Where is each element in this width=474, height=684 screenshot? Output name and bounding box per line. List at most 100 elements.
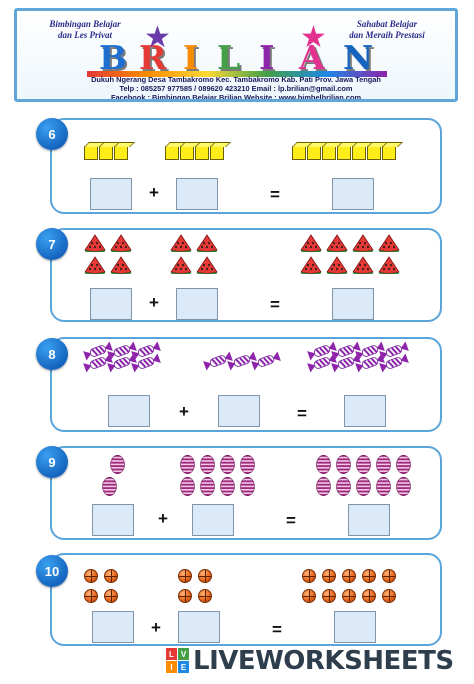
- watermelon-slice-icon: [326, 256, 348, 274]
- question-card: +=: [50, 553, 442, 646]
- first-addend-answer-box[interactable]: [92, 611, 134, 643]
- watermelon-slice-icon: [352, 256, 374, 274]
- first-addend-answer-box[interactable]: [92, 504, 134, 536]
- plus-sign: +: [158, 509, 168, 528]
- first-addend-answer-box[interactable]: [108, 395, 150, 427]
- basketball-icon: [322, 569, 336, 583]
- brand-letter: I: [183, 38, 199, 77]
- wrapped-candy-icon: [331, 353, 361, 373]
- watermelon-slice-icon: [378, 234, 400, 252]
- watermelon-slice-icon: [196, 256, 218, 274]
- striped-egg-icon: [356, 455, 371, 474]
- wrapped-candy-icon: [131, 341, 161, 361]
- basketball-icon: [382, 569, 396, 583]
- yellow-cube-icon: [165, 146, 179, 160]
- yellow-cube-icon: [322, 146, 336, 160]
- wrapped-candy-icon: [379, 341, 409, 361]
- question-card: +=: [50, 228, 442, 322]
- question-number-badge: 6: [36, 118, 68, 150]
- star-icon: ★: [300, 21, 327, 54]
- second-addend-answer-box[interactable]: [176, 178, 218, 210]
- equals-sign: =: [270, 295, 280, 314]
- sum-answer-box[interactable]: [348, 504, 390, 536]
- wrapped-candy-icon: [251, 351, 281, 371]
- sum-answer-box[interactable]: [344, 395, 386, 427]
- watermelon-slice-icon: [352, 234, 374, 252]
- second-addend-answer-box[interactable]: [178, 611, 220, 643]
- wrapped-candy-icon: [83, 341, 113, 361]
- first-addend-answer-box[interactable]: [90, 178, 132, 210]
- watermelon-slice-icon: [326, 234, 348, 252]
- basketball-icon: [84, 589, 98, 603]
- question-number-badge: 10: [36, 555, 68, 587]
- watermelon-slice-icon: [110, 256, 132, 274]
- basketball-icon: [178, 569, 192, 583]
- striped-egg-icon: [240, 455, 255, 474]
- striped-egg-icon: [200, 477, 215, 496]
- wrapped-candy-icon: [131, 353, 161, 373]
- question-number-badge: 7: [36, 228, 68, 260]
- plus-sign: +: [149, 183, 159, 202]
- equals-sign: =: [297, 404, 307, 423]
- striped-egg-icon: [336, 477, 351, 496]
- sum-answer-box[interactable]: [332, 288, 374, 320]
- equals-sign: =: [270, 185, 280, 204]
- watermelon-slice-icon: [84, 256, 106, 274]
- liveworksheets-brand: LIVEWORKSHEETS: [193, 646, 454, 676]
- striped-egg-icon: [102, 477, 117, 496]
- wrapped-candy-icon: [203, 351, 233, 371]
- sum-answer-box[interactable]: [332, 178, 374, 210]
- equals-sign: =: [272, 620, 282, 639]
- yellow-cube-icon: [352, 146, 366, 160]
- second-addend-answer-box[interactable]: [176, 288, 218, 320]
- yellow-cube-icon: [337, 146, 351, 160]
- question-card: +=: [50, 446, 442, 540]
- logo-letter: E: [178, 661, 189, 673]
- logo-letter: L: [166, 648, 177, 660]
- question-number-badge: 9: [36, 446, 68, 478]
- yellow-cube-icon: [210, 146, 224, 160]
- header-banner: Bimbingan Belajar dan Les Privat Sahabat…: [14, 8, 458, 102]
- second-addend-answer-box[interactable]: [192, 504, 234, 536]
- basketball-icon: [104, 569, 118, 583]
- first-addend-answer-box[interactable]: [90, 288, 132, 320]
- brand-letter: L: [217, 38, 241, 77]
- wrapped-candy-icon: [331, 341, 361, 361]
- watermelon-slice-icon: [196, 234, 218, 252]
- basketball-icon: [84, 569, 98, 583]
- brand-letter: B: [99, 38, 127, 77]
- brand-letter: R: [139, 38, 167, 77]
- basketball-icon: [382, 589, 396, 603]
- striped-egg-icon: [396, 477, 411, 496]
- basketball-icon: [342, 589, 356, 603]
- striped-egg-icon: [110, 455, 125, 474]
- striped-egg-icon: [396, 455, 411, 474]
- address-line: Dukuh Ngerang Desa Tambakromo Kec. Tamba…: [91, 75, 381, 84]
- star-icon: ★: [144, 21, 171, 54]
- plus-sign: +: [149, 293, 159, 312]
- second-addend-answer-box[interactable]: [218, 395, 260, 427]
- striped-egg-icon: [376, 477, 391, 496]
- wrapped-candy-icon: [355, 341, 385, 361]
- logo-letter: I: [166, 661, 177, 673]
- basketball-icon: [302, 569, 316, 583]
- wrapped-candy-icon: [83, 353, 113, 373]
- basketball-icon: [198, 589, 212, 603]
- wrapped-candy-icon: [379, 353, 409, 373]
- basketball-icon: [178, 589, 192, 603]
- watermelon-slice-icon: [170, 256, 192, 274]
- watermelon-slice-icon: [300, 256, 322, 274]
- striped-egg-icon: [356, 477, 371, 496]
- sum-answer-box[interactable]: [334, 611, 376, 643]
- social-line: Facebook : Bimbingan Belajar Brilian Web…: [110, 93, 362, 102]
- basketball-icon: [322, 589, 336, 603]
- yellow-cube-icon: [84, 146, 98, 160]
- question-card: +=: [50, 118, 442, 214]
- brand-letter: N: [343, 38, 374, 77]
- wrapped-candy-icon: [355, 353, 385, 373]
- striped-egg-icon: [200, 455, 215, 474]
- yellow-cube-icon: [99, 146, 113, 160]
